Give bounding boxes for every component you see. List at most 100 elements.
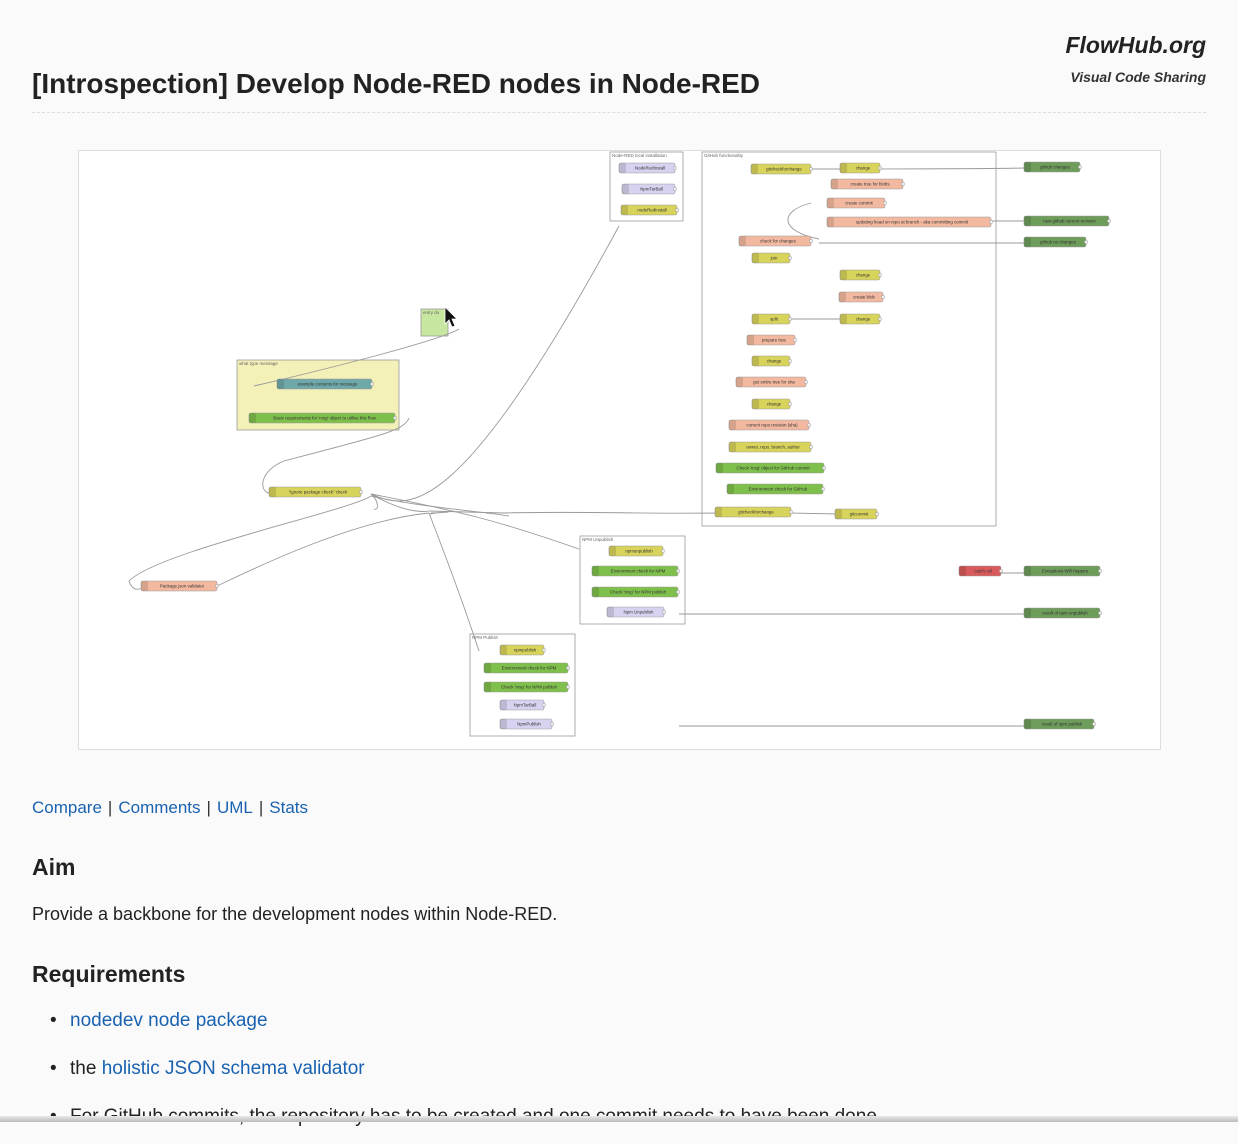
flow-node-port bbox=[809, 167, 813, 171]
flow-node-label: npmpublish bbox=[514, 648, 537, 653]
page-title: [Introspection] Develop Node-RED nodes i… bbox=[32, 68, 761, 99]
flow-node-label: current repo revision (sha) bbox=[746, 423, 798, 428]
flow-node-port bbox=[822, 466, 826, 470]
flow-group-label: Node-RED local installation bbox=[612, 153, 667, 158]
flow-node-icon bbox=[619, 163, 626, 173]
flow-group bbox=[579, 535, 686, 625]
flow-node-label: npmunpublish bbox=[625, 549, 653, 554]
flow-node-label: github no changes bbox=[1040, 240, 1077, 245]
flow-node-label: NodeRedInstall bbox=[635, 166, 665, 171]
flow-node-port bbox=[1078, 165, 1082, 169]
flow-wire bbox=[370, 493, 580, 550]
flow-node-label: github changes bbox=[1040, 165, 1071, 170]
item-text: the bbox=[70, 1058, 102, 1079]
flow-group-label: GitHub functionality bbox=[704, 153, 744, 158]
list-item: nodedev node package bbox=[32, 1000, 877, 1048]
mouse-cursor-icon bbox=[444, 306, 458, 328]
page-links: Compare|Comments|UML|Stats bbox=[32, 798, 308, 818]
brand-tagline: Visual Code Sharing bbox=[1070, 69, 1206, 85]
flow-canvas: Node-RED local installation GitHub functi… bbox=[128, 151, 1111, 737]
flow-node-port bbox=[901, 182, 905, 186]
flow-node-icon bbox=[727, 484, 734, 494]
flow-node-label: gitcheckforchange bbox=[766, 167, 802, 172]
flow-node-port bbox=[675, 208, 679, 212]
flow-node-icon bbox=[249, 413, 256, 423]
flow-node-icon bbox=[827, 198, 834, 208]
requirements-heading: Requirements bbox=[32, 961, 186, 987]
brand: FlowHub.org Visual Code Sharing bbox=[1065, 32, 1206, 85]
flow-node-label: change bbox=[856, 166, 871, 171]
flow-node-label: Check 'msg' for NPM publish bbox=[610, 590, 667, 595]
flow-group-label: entry do bbox=[423, 310, 440, 315]
flow-diagram[interactable]: Node-RED local installation GitHub functi… bbox=[78, 150, 1161, 750]
flow-node-label: owner, repo, branch, author bbox=[746, 445, 800, 450]
flow-node-label: gitcommit bbox=[850, 512, 870, 517]
flow-node-icon bbox=[592, 587, 599, 597]
flow-node-label: example contents for message bbox=[298, 382, 358, 387]
flow-node-port bbox=[1107, 219, 1111, 223]
flow-node-icon bbox=[1024, 719, 1031, 729]
flow-wire bbox=[370, 493, 720, 514]
flow-node-label: get entire tree for sha bbox=[753, 380, 795, 385]
flow-node-label: join bbox=[770, 256, 778, 261]
flow-node-icon bbox=[840, 314, 847, 324]
flow-wire bbox=[787, 202, 820, 240]
flow-node-port bbox=[393, 416, 397, 420]
flow-node-icon bbox=[751, 164, 758, 174]
flow-group-label: NPM Publish bbox=[472, 635, 499, 640]
flow-node-icon bbox=[959, 566, 966, 576]
flow-node-icon bbox=[1024, 162, 1031, 172]
flow-wire bbox=[370, 225, 620, 502]
link-separator: | bbox=[258, 798, 264, 817]
flow-node-icon bbox=[1024, 566, 1031, 576]
flow-node-label: Basic requirements for 'msg' object to u… bbox=[273, 416, 376, 421]
flow-node-port bbox=[359, 490, 363, 494]
comments-link[interactable]: Comments bbox=[118, 798, 201, 817]
list-item: the holistic JSON schema validator bbox=[32, 1048, 877, 1096]
flow-node-label: nodeRedInstall bbox=[637, 208, 666, 213]
flow-node-port bbox=[662, 610, 666, 614]
flow-node-port bbox=[550, 722, 554, 726]
flow-group-label: NPM Unpublish bbox=[582, 537, 614, 542]
flow-node-label: catch: all bbox=[974, 569, 991, 574]
flow-node-port bbox=[793, 338, 797, 342]
flow-node-label: Environment check for GitHub bbox=[749, 487, 808, 492]
flow-node-label: result of npm unpublish bbox=[1042, 611, 1088, 616]
flow-node-port bbox=[789, 510, 793, 514]
flow-wire bbox=[216, 512, 430, 587]
flow-node-label: Environment check for NPM bbox=[611, 569, 666, 574]
flow-node-icon bbox=[1024, 216, 1031, 226]
flow-node-port bbox=[1084, 240, 1088, 244]
brand-name[interactable]: FlowHub.org bbox=[1065, 32, 1206, 58]
flow-node-label: create tree for blobs bbox=[850, 182, 890, 187]
flow-node-port bbox=[676, 590, 680, 594]
flow-node-label: Npm Unpublish bbox=[623, 610, 654, 615]
json-schema-validator-link[interactable]: holistic JSON schema validator bbox=[101, 1058, 365, 1079]
flow-node-label: Package.json validator bbox=[160, 584, 205, 589]
flow-node-label: create commit bbox=[845, 201, 873, 206]
requirements-list: nodedev node package the holistic JSON s… bbox=[32, 1000, 877, 1144]
flow-node-label: updating head on repo at branch - aka co… bbox=[856, 220, 969, 225]
nodedev-package-link[interactable]: nodedev node package bbox=[70, 1010, 268, 1031]
flow-node-icon bbox=[500, 719, 507, 729]
stats-link[interactable]: Stats bbox=[269, 798, 309, 817]
flow-node-label: new github current revision bbox=[1043, 219, 1096, 224]
title-divider bbox=[32, 112, 1206, 113]
flow-node-label: gitcheckforchange bbox=[738, 510, 774, 515]
flow-node-port bbox=[788, 402, 792, 406]
aim-heading: Aim bbox=[32, 854, 76, 880]
flow-node-icon bbox=[747, 335, 754, 345]
flow-wire bbox=[810, 167, 1025, 170]
uml-link[interactable]: UML bbox=[216, 798, 253, 817]
flow-node-port bbox=[661, 549, 665, 553]
flow-node-port bbox=[215, 584, 219, 588]
flow-node-port bbox=[999, 569, 1003, 573]
flow-node-label: check for changes bbox=[760, 239, 796, 244]
flow-node-icon bbox=[839, 292, 846, 302]
flow-wire bbox=[262, 417, 410, 494]
flow-node-port bbox=[566, 685, 570, 689]
compare-link[interactable]: Compare bbox=[32, 798, 102, 817]
flow-group bbox=[701, 151, 997, 527]
aim-text: Provide a backbone for the development n… bbox=[32, 904, 558, 924]
flow-wire bbox=[370, 493, 378, 510]
